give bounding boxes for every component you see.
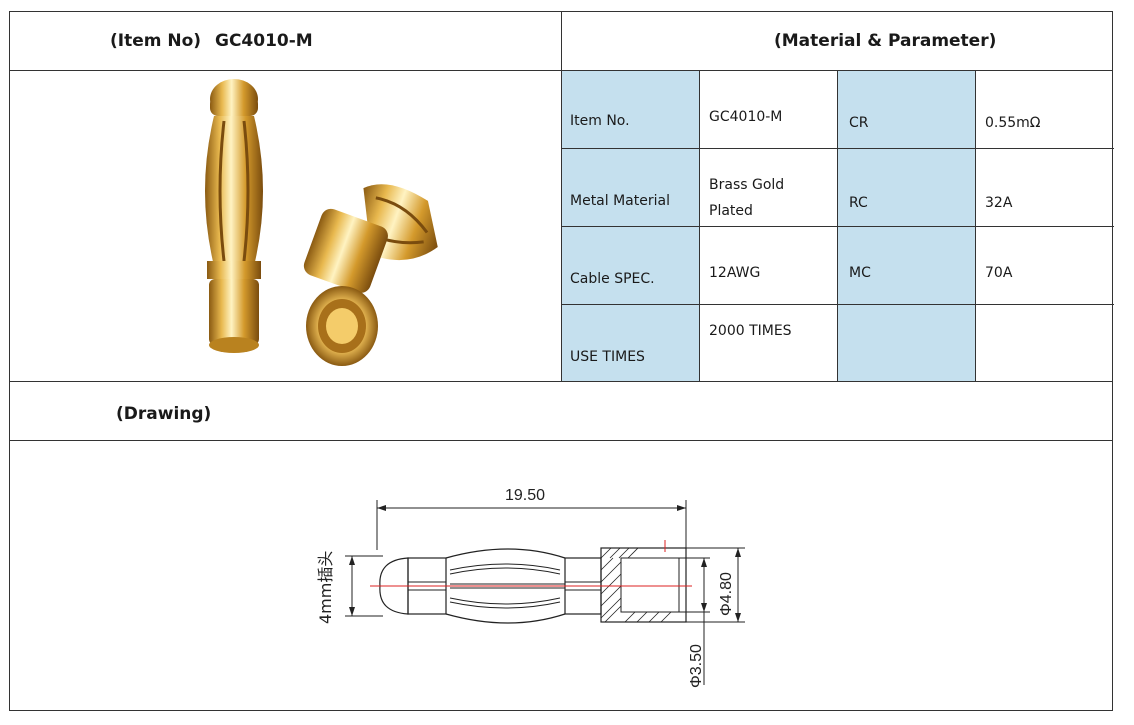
item-no-label: (Item No) (110, 31, 202, 51)
inner-diameter-dimension: Φ3.50 (688, 644, 705, 688)
param-value: 70A (985, 265, 1013, 281)
param-label: MC (837, 227, 975, 304)
item-no-header: (Item No) GC4010-M (110, 31, 313, 51)
param-label (837, 305, 975, 381)
param-label: Metal Material (562, 149, 699, 226)
param-table: Item No. GC4010-M CR 0.55mΩ Metal Materi… (562, 71, 1114, 381)
param-label: USE TIMES (562, 305, 699, 381)
divider (699, 71, 700, 381)
param-label: Cable SPEC. (562, 227, 699, 304)
divider (975, 71, 976, 381)
length-dimension: 19.50 (505, 487, 545, 504)
param-label: Item No. (562, 71, 699, 148)
standing-plug (205, 79, 263, 353)
divider (10, 381, 1112, 382)
divider (562, 148, 1114, 149)
outer-diameter-dimension: Φ4.80 (718, 572, 735, 616)
param-label: RC (837, 149, 975, 226)
drawing-title: (Drawing) (116, 404, 212, 424)
param-value: GC4010-M (709, 109, 783, 125)
param-value: 2000 TIMES (709, 323, 792, 339)
param-value: Brass Gold Plated (709, 177, 785, 219)
divider (562, 304, 1114, 305)
param-label: CR (837, 71, 975, 148)
param-value (975, 305, 1114, 381)
product-photo (205, 79, 438, 366)
item-no-value: GC4010-M (214, 31, 313, 51)
divider (10, 440, 1112, 441)
param-value: 0.55mΩ (985, 115, 1041, 131)
divider (562, 226, 1114, 227)
divider (837, 71, 838, 381)
plug-size-label: 4mm插头 (316, 551, 335, 624)
technical-drawing: 19.50 4mm插头 Φ4.80 Φ3.50 (316, 487, 745, 688)
material-header: (Material & Parameter) (774, 31, 997, 51)
spec-sheet: (Item No) GC4010-M (Material & Parameter… (9, 11, 1114, 711)
param-value: 12AWG (709, 265, 761, 281)
param-value: 32A (985, 195, 1013, 211)
lying-plug (303, 184, 438, 293)
divider (561, 12, 562, 381)
